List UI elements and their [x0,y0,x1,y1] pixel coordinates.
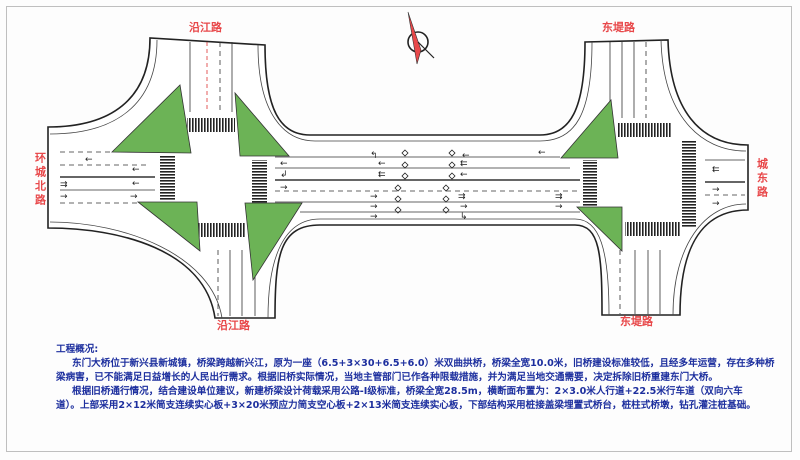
north-arrow-icon [407,11,435,65]
road-label-bottom-left: 沿江路 [217,318,251,332]
arrow-right-icon: → [370,192,378,202]
description-line: 梁病害，已不能满足日益增长的人民出行需求。根据旧桥实际情况，当地主管部门已作各种… [56,372,718,383]
arrow-right-icon: → [280,183,288,193]
description-line: 东门大桥位于新兴县新城镇，桥梁跨越新兴江，原为一座（6.5+3×30+6.5+6… [72,358,775,369]
road-label-left: 环城北路 [34,152,47,208]
arrow-left-icon: ← [460,170,468,180]
arrow-left-icon: ⇇ [712,165,720,175]
arrow-left-icon: ← [378,159,386,169]
island-ne [560,99,619,159]
intersection-plan: ← ← ← ⇉ → → ← ↲ → ↰ ← ⇇ → → → ← ⇇ ← ⇉ → … [34,11,769,332]
arrow-right-icon: → [712,199,720,209]
arrow-right-icon: ⇉ [458,192,466,202]
arrow-right-icon: → [130,192,138,202]
project-description: 工程概况: 东门大桥位于新兴县新城镇，桥梁跨越新兴江，原为一座（6.5+3×30… [56,343,776,413]
road-label-right: 城东路 [756,157,769,200]
lane-arrows: ← ← ← ⇉ → → ← ↲ → ↰ ← ⇇ → → → ← ⇇ ← ⇉ → … [60,148,720,222]
arrow-right-icon: → [370,202,378,212]
island-se [576,206,623,252]
curb-lines [49,39,747,319]
road-label-top-right: 东堤路 [602,20,636,34]
road-label-top-left: 沿江路 [189,20,223,34]
arrow-right-turn-icon: ↳ [460,212,468,222]
arrow-straight-right-icon: ⇉ [60,180,68,190]
arrow-left-turn-icon: ↲ [280,170,288,180]
arrow-left-icon: ↰ [370,151,378,161]
arrow-right-icon: → [370,212,378,222]
description-heading: 工程概况: [56,344,99,355]
arrow-right-icon: → [460,202,468,212]
road-surface [47,37,749,319]
arrow-right-icon: → [555,202,563,212]
arrow-left-icon: ⇇ [460,159,468,169]
arrow-left-icon: ← [85,155,93,165]
arrow-left-icon: ← [132,179,140,189]
island-nw-right [234,91,290,157]
arrow-left-icon: ← [132,165,140,175]
arrow-left-icon: ⇇ [378,170,386,180]
arrow-left-icon: ← [462,151,470,161]
arrow-right-icon: → [60,192,68,202]
road-label-bottom-right: 东堤路 [620,314,654,328]
arrow-left-icon: ← [538,148,546,158]
crosswalks [160,118,696,237]
island-sw-left [136,201,201,252]
drawing-frame [6,6,792,452]
island-sw-right [244,202,303,282]
arrow-right-icon: ⇉ [555,192,563,202]
diamond-markings [394,149,456,214]
description-line: 道）。上部采用2×12米简支连续实心板+3×20米预应力简支空心板+2×13米简… [56,400,756,411]
arrow-right-icon: → [712,185,720,195]
description-line: 根据旧桥通行情况，结合建设单位建议，新建桥梁设计荷载采用公路-Ⅰ级标准，桥梁全宽… [72,386,743,397]
traffic-islands [111,84,623,282]
island-nw-left [111,84,192,154]
arrow-left-icon: ← [280,159,288,169]
